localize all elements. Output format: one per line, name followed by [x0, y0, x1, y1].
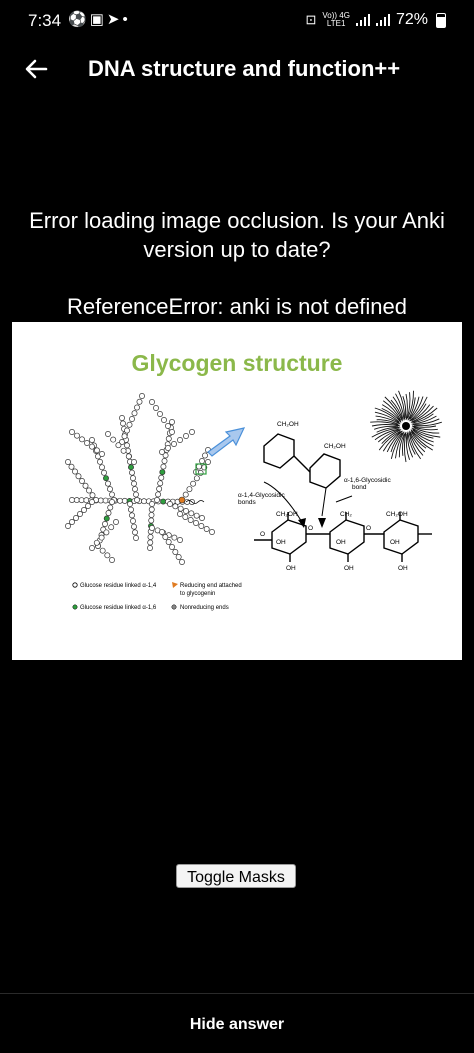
- glycogen-granule-icon: [370, 390, 442, 463]
- telegram-icon: ➤: [106, 11, 123, 28]
- notification-icons: ⚽▣➤•: [68, 10, 131, 28]
- status-right: ⊡ Vo)) 4G LTE1 72%: [305, 11, 446, 29]
- svg-text:Reducing end attached: Reducing end attached: [180, 583, 242, 589]
- svg-text:Glucose residue linked α-1,4: Glucose residue linked α-1,4: [80, 583, 157, 589]
- svg-text:CH₂OH: CH₂OH: [386, 511, 408, 518]
- arrow-left-icon: [25, 59, 48, 79]
- svg-text:α-1,6-Glycosidic: α-1,6-Glycosidic: [344, 477, 391, 484]
- signal-icon: [355, 14, 370, 26]
- hotspot-icon: ⊡: [305, 12, 317, 27]
- svg-text:O: O: [366, 525, 371, 532]
- network-label: Vo)) 4G LTE1: [322, 11, 350, 28]
- page-title: DNA structure and function++: [88, 56, 401, 81]
- hide-answer-button[interactable]: Hide answer: [189, 1016, 285, 1033]
- svg-text:OH: OH: [344, 565, 354, 572]
- svg-text:to glycogenin: to glycogenin: [180, 591, 215, 597]
- app-bar: DNA structure and function++: [0, 42, 474, 98]
- reference-error: ReferenceError: anki is not defined: [67, 294, 407, 319]
- svg-text:Nonreducing ends: Nonreducing ends: [180, 605, 229, 611]
- svg-text:OH: OH: [398, 565, 408, 572]
- glycogen-image: Glycogen structure: [12, 322, 462, 660]
- signal-icon-2: [375, 14, 390, 26]
- toggle-masks-button[interactable]: Toggle Masks: [176, 864, 296, 888]
- soccer-ball-icon: ⚽: [68, 11, 90, 28]
- svg-text:OH: OH: [286, 565, 296, 572]
- svg-text:bond: bond: [352, 484, 367, 491]
- error-message: Error loading image occlusion. Is your A…: [29, 208, 445, 262]
- back-button[interactable]: [22, 54, 52, 84]
- image-icon: ▣: [89, 11, 107, 28]
- status-bar: 7:34 ⚽▣➤• ⊡ Vo)) 4G LTE1 72%: [0, 0, 474, 42]
- svg-text:CH₂: CH₂: [340, 511, 352, 518]
- glycogen-diagram: CH₂OH CH₂OH α-1,6-Glycosidic bond α-1,4-…: [65, 390, 442, 611]
- svg-text:bonds: bonds: [238, 499, 256, 506]
- svg-text:OH: OH: [390, 539, 400, 546]
- status-time: 7:34: [28, 11, 62, 30]
- figure-title: Glycogen structure: [131, 350, 343, 376]
- svg-text:α-1,4-Glycosidic: α-1,4-Glycosidic: [238, 492, 285, 499]
- svg-text:O: O: [260, 531, 265, 538]
- svg-text:CH₂OH: CH₂OH: [277, 421, 299, 428]
- svg-text:Glucose residue linked α-1,6: Glucose residue linked α-1,6: [80, 605, 157, 611]
- svg-text:OH: OH: [276, 539, 286, 546]
- dot-icon: •: [122, 11, 131, 28]
- battery-percent: 72%: [395, 11, 428, 28]
- figure-legend: Glucose residue linked α-1,4 Reducing en…: [72, 582, 242, 611]
- arrow-icon: [207, 427, 246, 457]
- svg-text:OH: OH: [336, 539, 346, 546]
- svg-text:CH₂OH: CH₂OH: [324, 443, 346, 450]
- svg-text:CH₂OH: CH₂OH: [276, 511, 298, 518]
- battery-icon: [436, 12, 446, 28]
- svg-text:O: O: [308, 525, 313, 532]
- divider: [0, 993, 474, 994]
